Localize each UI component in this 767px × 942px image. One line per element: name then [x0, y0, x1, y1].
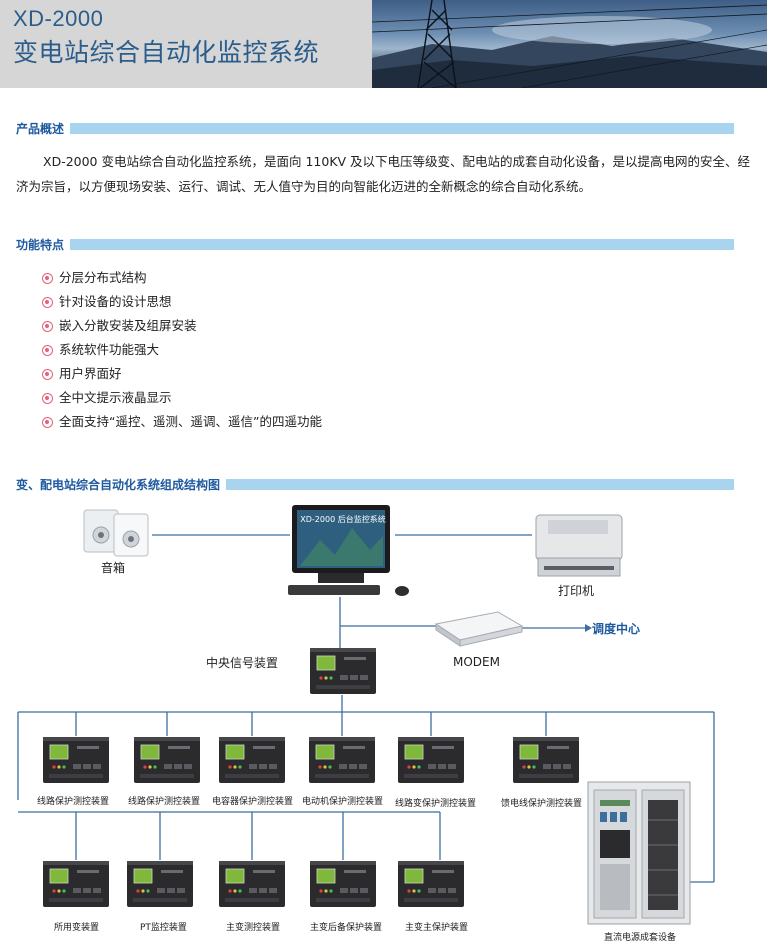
feature-item: 全中文提示液晶显示 — [42, 386, 322, 410]
product-model: XD-2000 — [13, 6, 104, 31]
feature-item: 系统软件功能强大 — [42, 338, 322, 362]
printer-icon — [535, 514, 623, 577]
feature-text: 全面支持“遥控、遥测、遥调、遥信”的四遥功能 — [59, 414, 322, 429]
device-label: 电容器保护测控装置 — [212, 797, 294, 807]
overview-text: XD-2000 变电站综合自动化监控系统，是面向 110KV 及以下电压等级变、… — [16, 154, 751, 194]
relay-device-icon — [309, 647, 377, 695]
relay-device-icon — [126, 860, 194, 908]
relay-device-icon — [133, 736, 201, 784]
relay-device-icon — [309, 860, 377, 908]
computer-icon — [288, 505, 409, 596]
diagram-section-heading: 变、配电站综合自动化系统组成结构图 — [16, 477, 734, 492]
feature-text: 针对设备的设计思想 — [59, 294, 172, 309]
dispatch-center-label: 调度中心 — [592, 622, 641, 636]
modem-label: MODEM — [453, 655, 500, 669]
device-label: 线路保护测控装置 — [37, 797, 110, 807]
heading-bar — [226, 478, 734, 490]
device-label: 主变后备保护装置 — [310, 923, 383, 933]
device-label: 主变测控装置 — [226, 923, 281, 933]
circle-bullet-icon — [42, 368, 53, 380]
device-label: PT监控装置 — [140, 923, 187, 933]
feature-item: 针对设备的设计思想 — [42, 290, 322, 314]
circle-bullet-icon — [42, 392, 53, 404]
feature-item: 全面支持“遥控、遥测、遥调、遥信”的四遥功能 — [42, 410, 322, 434]
feature-text: 全中文提示液晶显示 — [59, 390, 172, 405]
overview-heading: 产品概述 — [16, 121, 65, 136]
relay-device-icon — [42, 860, 110, 908]
circle-bullet-icon — [42, 416, 53, 428]
power-line-landscape-image — [372, 0, 767, 88]
circle-bullet-icon — [42, 296, 53, 308]
device-label: 所用变装置 — [54, 923, 100, 933]
cabinet-icon — [587, 781, 691, 925]
overview-section-heading: 产品概述 — [16, 121, 734, 136]
relay-device-icon — [397, 736, 465, 784]
feature-text: 用户界面好 — [59, 366, 122, 381]
device-label: 馈电线保护测控装置 — [501, 799, 583, 809]
feature-item: 用户界面好 — [42, 362, 322, 386]
modem-icon — [434, 611, 524, 647]
dc-cabinet-label: 直流电源成套设备 — [604, 933, 677, 942]
relay-device-icon — [512, 736, 580, 784]
relay-device-icon — [397, 860, 465, 908]
central-signal-label: 中央信号装置 — [206, 656, 279, 670]
relay-device-icon — [308, 736, 376, 784]
product-title: 变电站综合自动化监控系统 — [13, 38, 320, 67]
speaker-icon — [83, 509, 149, 557]
relay-device-icon — [42, 736, 110, 784]
feature-item: 嵌入分散安装及组屏安装 — [42, 314, 322, 338]
relay-device-icon — [218, 736, 286, 784]
features-section-heading: 功能特点 — [16, 237, 734, 252]
features-list: 分层分布式结构 针对设备的设计思想 嵌入分散安装及组屏安装 系统软件功能强大 用… — [42, 266, 322, 434]
printer-label: 打印机 — [558, 584, 595, 598]
heading-bar — [70, 238, 734, 250]
device-label: 主变主保护装置 — [405, 923, 469, 933]
heading-bar — [70, 122, 734, 134]
circle-bullet-icon — [42, 320, 53, 332]
features-heading: 功能特点 — [16, 237, 65, 252]
device-label: 电动机保护测控装置 — [302, 797, 384, 807]
feature-text: 系统软件功能强大 — [59, 342, 160, 357]
device-label: 线路变保护测控装置 — [395, 799, 477, 809]
feature-text: 分层分布式结构 — [59, 270, 147, 285]
header-panel — [0, 0, 372, 88]
circle-bullet-icon — [42, 344, 53, 356]
circle-bullet-icon — [42, 272, 53, 284]
header-photo — [372, 0, 767, 88]
feature-item: 分层分布式结构 — [42, 266, 322, 290]
device-label: 线路保护测控装置 — [128, 797, 201, 807]
speaker-label: 音箱 — [101, 561, 126, 575]
monitor-screen-title: XD-2000 后台监控系统 — [300, 515, 386, 524]
feature-text: 嵌入分散安装及组屏安装 — [59, 318, 197, 333]
relay-device-icon — [218, 860, 286, 908]
diagram-heading: 变、配电站综合自动化系统组成结构图 — [16, 477, 221, 492]
